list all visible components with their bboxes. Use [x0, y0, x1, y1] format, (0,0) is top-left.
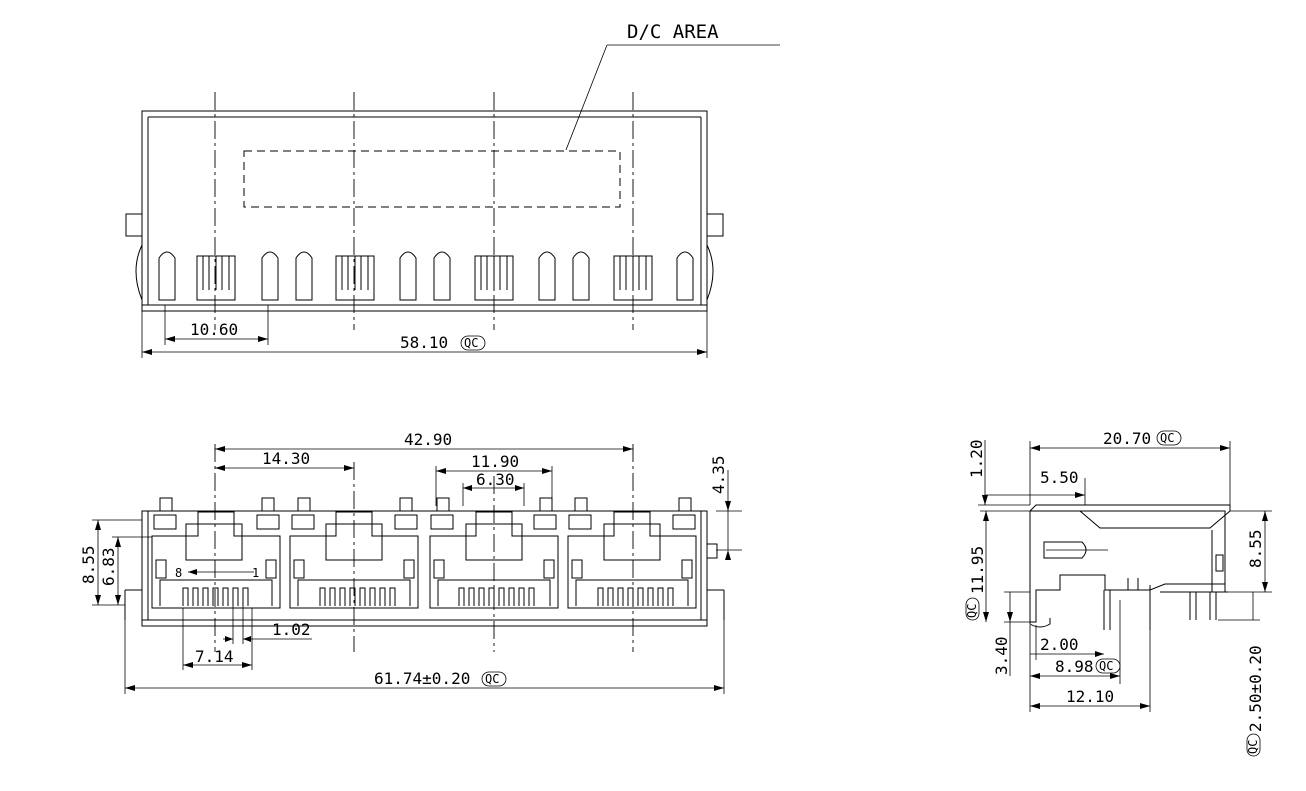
dim-shield: 5.50 — [1040, 468, 1079, 487]
dim-depth: 20.70 — [1103, 429, 1151, 448]
dim-led-height: 4.35 — [709, 455, 728, 494]
dim-port-pitch: 10.60 — [190, 320, 238, 339]
front-contacts — [182, 587, 674, 606]
dim-total-width: 61.74±0.20 — [374, 669, 470, 688]
qc-symbol-side: QC — [1156, 430, 1182, 446]
dim-pin-pitch: 1.02 — [272, 620, 311, 639]
top-view-body — [141, 110, 708, 312]
dim-pin-offset: 3.40 — [992, 636, 1011, 675]
svg-text:QC: QC — [485, 672, 499, 686]
dim-foot: 12.10 — [1066, 687, 1114, 706]
qc-label: QC — [464, 336, 478, 350]
dim-height: 8.55 — [79, 545, 98, 584]
qc-symbol-side-3: QC — [1095, 658, 1121, 674]
svg-text:QC: QC — [1160, 431, 1174, 445]
top-view: D/C AREA — [125, 21, 780, 358]
qc-symbol-side-2: QC — [965, 597, 980, 621]
qc-symbol-front: QC — [481, 671, 507, 687]
dc-area-box — [243, 150, 621, 208]
dim-pin-len: 2.50±0.20 — [1246, 645, 1265, 732]
qc-symbol-side-4: QC — [1246, 733, 1261, 757]
front-led-windows — [153, 514, 696, 530]
top-contacts — [196, 255, 653, 301]
dim-ports-pitch: 14.30 — [262, 449, 310, 468]
front-view-body — [141, 510, 708, 627]
dim-body: 11.95 — [968, 546, 987, 594]
qc-symbol: QC — [460, 335, 486, 351]
port-4 — [567, 511, 697, 609]
svg-text:QC: QC — [1246, 740, 1260, 754]
svg-text:QC: QC — [965, 604, 979, 618]
dc-area-label: D/C AREA — [627, 21, 719, 43]
front-view: 8 1 42.90 14.30 11.90 6.30 4.35 8.55 — [79, 430, 742, 694]
dim-pin-3: 8.98 — [1055, 657, 1094, 676]
top-led-pipes — [158, 251, 694, 301]
port-3 — [429, 511, 559, 609]
left-tab — [125, 213, 143, 237]
pin-label-left: 8 — [175, 566, 182, 580]
front-led-pegs — [159, 497, 692, 512]
dim-outer-pitch: 42.90 — [404, 430, 452, 449]
dim-led-pitch: 11.90 — [471, 452, 519, 471]
side-view: 20.70 QC 1.20 5.50 11.95 QC 8.55 — [965, 429, 1272, 757]
dim-side-height: 8.55 — [1246, 529, 1265, 568]
dim-pin-2: 2.00 — [1040, 635, 1079, 654]
pin-label-right: 1 — [252, 566, 259, 580]
dim-top: 1.20 — [967, 439, 986, 478]
dim-port-height: 6.83 — [99, 547, 118, 586]
right-tab — [706, 213, 724, 237]
port-2 — [289, 511, 419, 609]
dim-pin-span: 7.14 — [195, 647, 234, 666]
front-ports — [151, 511, 697, 609]
svg-text:QC: QC — [1099, 659, 1113, 673]
dim-body-width: 58.10 — [400, 333, 448, 352]
dim-led-inner: 6.30 — [476, 470, 515, 489]
port-1 — [151, 511, 281, 609]
